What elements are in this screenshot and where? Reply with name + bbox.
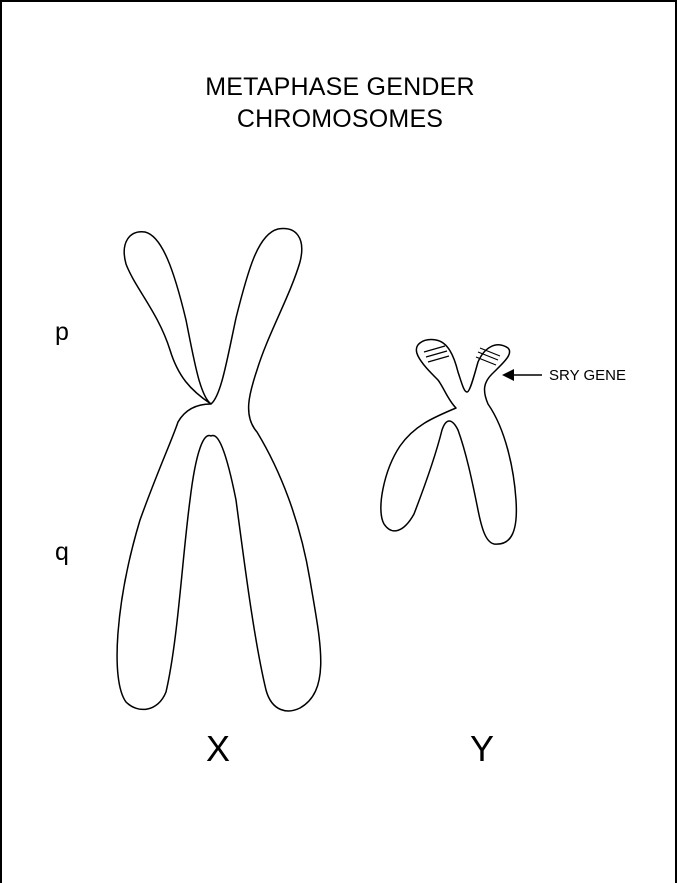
x-chromosome-outline (117, 229, 321, 711)
y-left-band (424, 346, 449, 362)
sry-band (476, 348, 500, 365)
y-chromosome (381, 340, 517, 545)
x-chromosome-label: X (206, 728, 230, 770)
sry-pointer-arrow (502, 369, 542, 381)
y-chromosome-label: Y (470, 728, 494, 770)
sry-gene-label: SRY GENE (549, 367, 626, 384)
x-chromosome (117, 229, 321, 711)
y-chromosome-outline (381, 340, 517, 545)
